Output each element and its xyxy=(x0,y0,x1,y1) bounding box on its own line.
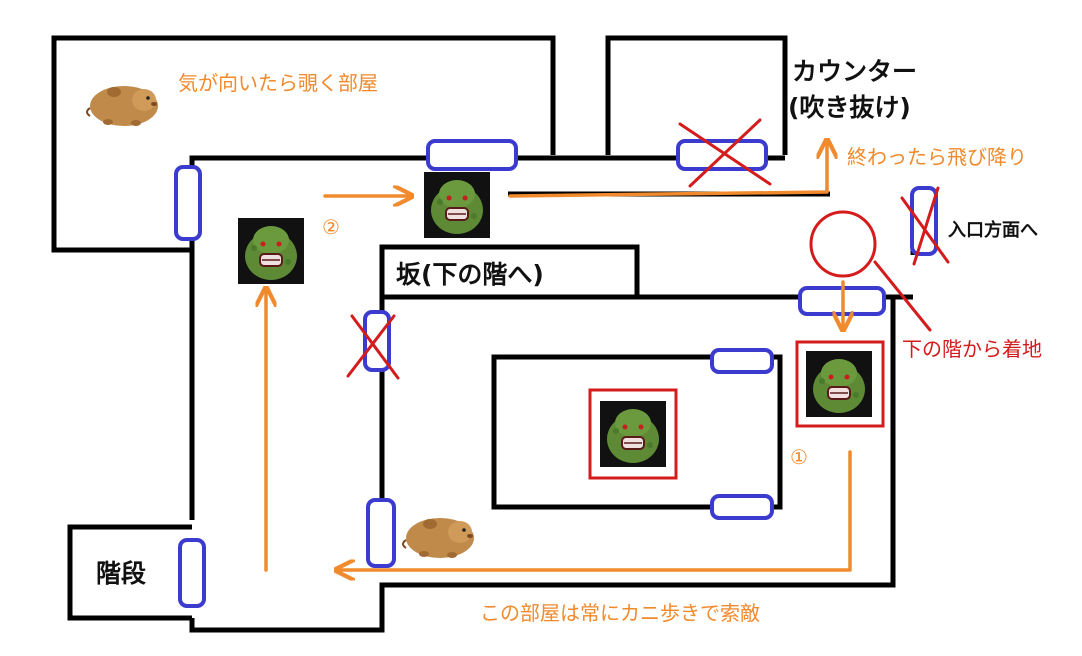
arrow-crab-walk xyxy=(338,450,852,570)
hamster-creature-icon xyxy=(402,517,475,559)
wall-inner-room xyxy=(491,354,783,510)
door-inner-bottom xyxy=(710,494,774,520)
wall-stairs xyxy=(67,524,192,621)
label-counter: カウンター xyxy=(792,57,917,86)
door-top-corridor xyxy=(426,139,518,171)
blocked-marks xyxy=(346,118,950,380)
label-stairs: 階段 xyxy=(96,559,146,588)
ogre-enemy-icon xyxy=(599,400,667,468)
door-stairs xyxy=(178,538,206,608)
door-lower-left xyxy=(366,498,396,568)
label-counter-sub: (吹き抜け) xyxy=(788,93,911,122)
label-landing: 下の階から着地 xyxy=(902,337,1042,361)
route-marker-1: ① xyxy=(790,445,808,469)
enemy-highlight-frame xyxy=(588,388,678,480)
door-left-room xyxy=(174,165,202,241)
hamster-creature-icon xyxy=(86,85,159,127)
room-marker-circle xyxy=(809,210,877,278)
walls xyxy=(51,35,916,633)
label-crab-walk: この部屋は常にカニ歩きで索敵 xyxy=(480,601,760,625)
ogre-enemy-icon xyxy=(423,171,491,239)
wall-slope-box xyxy=(379,244,640,300)
blocked-icon xyxy=(900,186,950,266)
wall-top-left-room xyxy=(51,35,556,253)
route-marker-2: ② xyxy=(322,215,340,239)
label-entrance: 入口方面へ xyxy=(948,219,1038,241)
label-jump-down: 終わったら飛び降り xyxy=(847,145,1027,169)
blocked-icon xyxy=(678,118,772,188)
door-inner-top xyxy=(710,348,774,374)
route-arrows xyxy=(266,142,850,570)
wall-main-room xyxy=(189,155,785,520)
landing-pointer-line xyxy=(873,260,932,332)
enemy-highlight-frame xyxy=(795,340,885,428)
label-slope: 坂(下の階へ) xyxy=(396,260,544,289)
door-entrance xyxy=(910,186,938,256)
wall-bottom xyxy=(189,297,896,633)
ogre-enemy-icon xyxy=(805,350,873,418)
blocked-icon xyxy=(346,314,400,380)
arrow-jump-down xyxy=(508,142,827,198)
enemies xyxy=(237,171,885,480)
label-nozoku-room: 気が向いたら覗く部屋 xyxy=(178,71,378,95)
ogre-enemy-icon xyxy=(237,217,305,285)
wall-counter-room xyxy=(605,35,788,155)
